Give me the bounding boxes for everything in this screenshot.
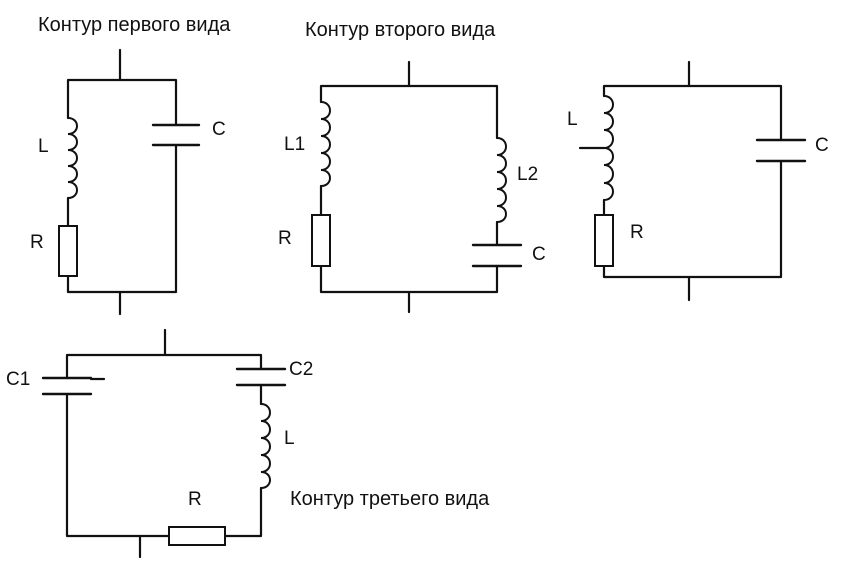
circuit2-inductor-L1-coil	[320, 101, 331, 187]
circuit4-wires	[65, 328, 263, 559]
circuit3-resistor	[594, 214, 614, 267]
circuit1-wires	[66, 48, 178, 316]
circuit-first-type: Контур первого вида L C R	[30, 14, 231, 316]
circuit-tapped-inductor: L C R	[567, 60, 829, 302]
circuit4-resistor	[168, 526, 226, 546]
label-circuit2-L1: L1	[284, 134, 305, 155]
label-circuit1-R: R	[30, 232, 44, 253]
label-circuit4-R: R	[188, 489, 202, 510]
circuit3-wires	[578, 60, 783, 302]
label-circuit2-C: C	[532, 244, 546, 265]
label-circuit4-C1: C1	[6, 369, 30, 390]
circuit1-inductor-coil	[67, 117, 78, 199]
label-circuit3-L: L	[567, 109, 578, 130]
circuit3-tapped-inductor-coil	[603, 95, 614, 201]
label-circuit1-C: C	[212, 119, 226, 140]
circuit1-resistor	[58, 225, 78, 277]
label-circuit4-L: L	[284, 428, 295, 449]
label-circuit2-L2: L2	[517, 164, 538, 185]
title-first-type: Контур первого вида	[38, 14, 231, 36]
circuit2-inductor-L2-coil	[496, 137, 507, 223]
circuit2-resistor	[311, 214, 331, 267]
circuit-third-type: Контур третьего вида C1 C2 L R	[6, 328, 490, 559]
title-second-type: Контур второго вида	[305, 19, 496, 41]
title-third-type: Контур третьего вида	[290, 488, 490, 510]
label-circuit1-L: L	[38, 136, 49, 157]
label-circuit2-R: R	[278, 228, 292, 249]
circuit2-wires	[319, 60, 499, 314]
label-circuit4-C2: C2	[289, 359, 313, 380]
circuit-second-type: Контур второго вида L1 L2 R C	[278, 19, 546, 314]
circuit4-inductor-coil	[260, 403, 271, 489]
label-circuit3-C: C	[815, 135, 829, 156]
label-circuit3-R: R	[630, 222, 644, 243]
